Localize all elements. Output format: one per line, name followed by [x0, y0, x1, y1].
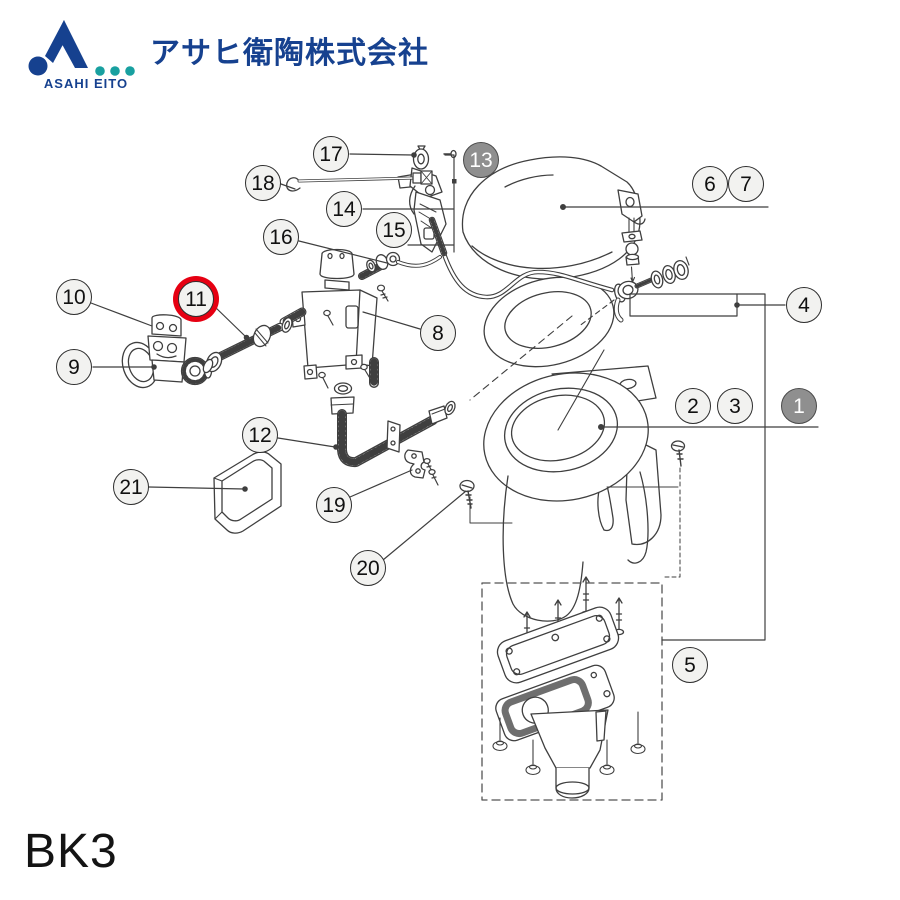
spray-hose-drawing	[441, 251, 615, 300]
part-supply-tube-drawing	[202, 317, 293, 374]
callout-14[interactable]: 14	[326, 191, 362, 227]
callout-9[interactable]: 9	[56, 349, 92, 385]
part-flush-pipe-drawing	[337, 400, 456, 468]
callout-8[interactable]: 8	[420, 315, 456, 351]
part-hook-rod-drawing	[286, 170, 433, 192]
callout-2[interactable]: 2	[675, 388, 711, 424]
part-bowl-drawing	[483, 365, 662, 622]
logo-dots	[95, 66, 135, 76]
part-lid-drawing	[461, 156, 646, 283]
callout-3[interactable]: 3	[717, 388, 753, 424]
logo-text: ASAHI EITO	[43, 76, 129, 91]
callout-10[interactable]: 10	[56, 279, 92, 315]
logo-ball	[28, 56, 48, 76]
part-flange-assembly-drawing	[481, 576, 663, 801]
callout-1[interactable]: 1	[781, 388, 817, 424]
callout-15[interactable]: 15	[376, 212, 412, 248]
callout-13[interactable]: 13	[463, 142, 499, 178]
callout-4[interactable]: 4	[786, 287, 822, 323]
alignment-lines	[469, 315, 605, 431]
callout-12[interactable]: 12	[242, 417, 278, 453]
leader-lines	[90, 152, 819, 641]
company-name: アサヒ衛陶株式会社	[150, 37, 429, 70]
callout-7[interactable]: 7	[728, 166, 764, 202]
asahi-eito-logo: ASAHI EITO	[14, 16, 144, 91]
callout-5[interactable]: 5	[672, 647, 708, 683]
model-code-label: BK3	[24, 825, 118, 878]
asahi-eito-logo-mark	[28, 20, 135, 76]
bowl-screws-drawing	[459, 440, 686, 578]
part-seat-drawing	[483, 276, 615, 368]
callout-20[interactable]: 20	[350, 550, 386, 586]
callout-6[interactable]: 6	[692, 166, 728, 202]
nozzle-fitting-drawing	[577, 256, 690, 328]
part-spray-gun-drawing	[397, 145, 457, 257]
part-clip-drawing	[404, 449, 439, 486]
callout-17[interactable]: 17	[313, 136, 349, 172]
callout-11[interactable]: 11	[178, 281, 214, 317]
callout-18[interactable]: 18	[245, 165, 281, 201]
callout-21[interactable]: 21	[113, 469, 149, 505]
callout-19[interactable]: 19	[316, 487, 352, 523]
callout-16[interactable]: 16	[263, 219, 299, 255]
